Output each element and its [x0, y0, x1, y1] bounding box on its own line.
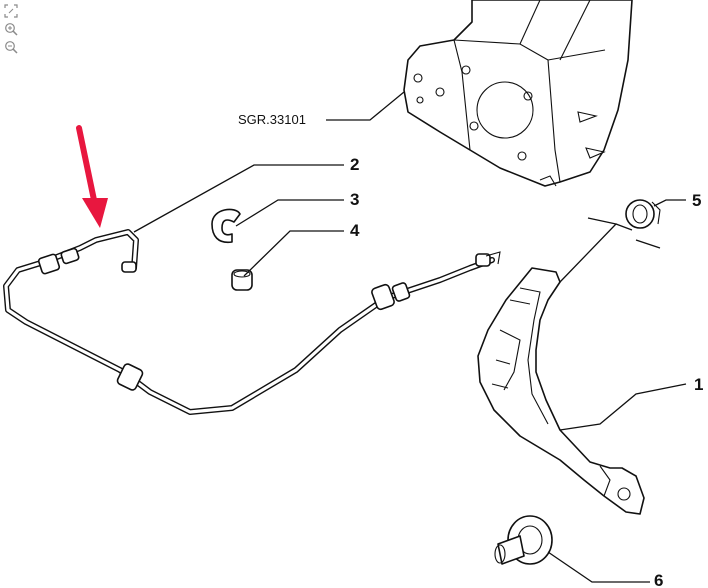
accelerator-pedal — [477, 267, 645, 515]
callout-3: 3 — [350, 190, 359, 209]
accelerator-cable — [3, 229, 501, 415]
highlight-arrow — [76, 125, 108, 228]
bush — [231, 269, 253, 291]
callout-1: 1 — [694, 375, 703, 394]
fit-page-icon[interactable] — [4, 4, 18, 18]
callout-5: 5 — [692, 191, 701, 210]
callout-4: 4 — [350, 221, 360, 240]
zoom-out-icon[interactable] — [4, 40, 18, 54]
callout-6: 6 — [654, 571, 663, 588]
retaining-clip — [211, 208, 241, 244]
pedal-bracket — [403, 0, 633, 187]
reference-label: SGR.33101 — [238, 112, 306, 127]
pedal-stop — [494, 515, 553, 565]
viewer-toolbar — [4, 4, 20, 54]
zoom-in-icon[interactable] — [4, 22, 18, 36]
callout-2: 2 — [350, 155, 359, 174]
pedal-bush — [625, 199, 661, 229]
leader-lines — [133, 91, 687, 583]
